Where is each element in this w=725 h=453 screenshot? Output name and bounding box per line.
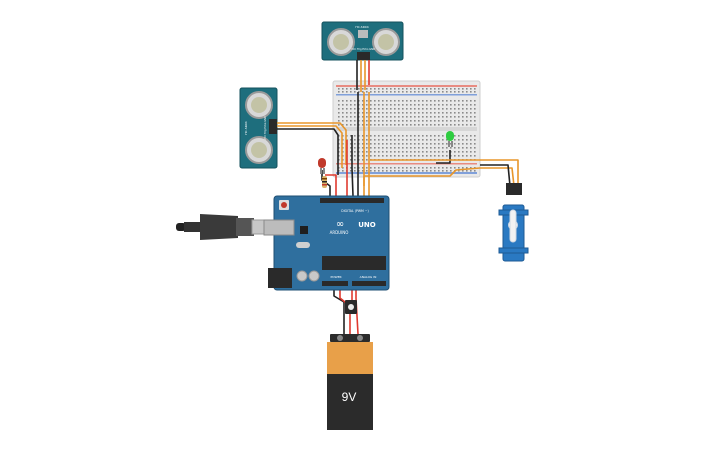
red-led	[318, 158, 326, 174]
sensor-left-pin-label: VCC Trig Echo GND	[263, 116, 267, 140]
arduino-power-label: POWER	[330, 275, 341, 279]
breadboard-holes	[338, 88, 476, 172]
ultrasonic-sensor-left: HC-SR04 VCC Trig Echo GND	[239, 87, 278, 169]
arduino-analog-label: ANALOG IN	[360, 275, 377, 279]
servo-motor	[498, 183, 529, 262]
breadboard	[332, 80, 481, 178]
green-led	[446, 131, 454, 147]
resistor	[322, 176, 327, 188]
arduino-digital-header-label: DIGITAL (PWM ~)	[341, 209, 368, 213]
sensor-top-pin-label: VCC Trig Echo GND	[351, 47, 375, 51]
sensor-top-model-label: HC-SR04	[355, 25, 368, 29]
push-button-icon	[345, 300, 357, 314]
arduino-model-label: UNO	[358, 221, 376, 229]
arduino-uno-board: ∞ ARDUINO UNO DIGITAL (PWM ~) POWER ANAL…	[263, 195, 390, 291]
arduino-logo: ∞	[336, 219, 344, 230]
arduino-brand-label: ARDUINO	[330, 230, 349, 235]
ultrasonic-sensor-top: HC-SR04 VCC Trig Echo GND	[321, 21, 404, 61]
battery-label: 9V	[342, 390, 357, 404]
sensor-left-model-label: HC-SR04	[244, 121, 248, 134]
battery-9v: 9V	[327, 334, 373, 430]
